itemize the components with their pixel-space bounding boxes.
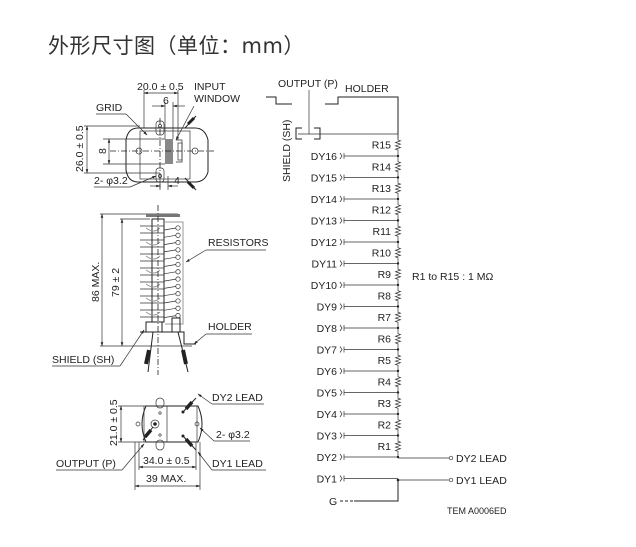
resistor-r11 [394, 220, 402, 242]
page-title: 外形尺寸图（单位：mm） [48, 34, 305, 58]
dynode-label: DY1 [317, 474, 338, 486]
resistor-r9 [394, 263, 402, 285]
resistor-r4 [394, 371, 402, 393]
dynode-label: DY10 [311, 280, 337, 292]
dy2-terminal [448, 455, 454, 461]
resistor-label: R4 [378, 376, 392, 388]
dim-39-max: 39 MAX. [146, 473, 186, 485]
sch-dy2-lead: DY2 LEAD [456, 453, 507, 465]
shield-base [145, 321, 163, 333]
bottom-view-body [141, 405, 203, 443]
resistor-label: R11 [373, 226, 392, 238]
dim-34: 34.0 ± 0.5 [143, 455, 190, 467]
label-holder: HOLDER [208, 321, 252, 333]
resistor-label: R5 [378, 355, 392, 367]
resistor-label: R12 [372, 204, 391, 216]
dim-holes: 2- φ3.2 [94, 175, 128, 187]
dynode-label: DY5 [317, 388, 338, 400]
resistor-r5 [394, 349, 402, 371]
dynode-label: DY7 [317, 345, 338, 357]
resistor-label: R13 [372, 183, 391, 195]
side-view: 86 MAX. 79 ± 2 RESISTORS HOLDER SHIELD (… [52, 205, 269, 375]
label-grid: GRID [96, 102, 123, 114]
dynode-label: DY8 [317, 323, 338, 335]
dynode-label: DY9 [317, 302, 338, 314]
resistor-r15 [394, 134, 402, 156]
schematic: OUTPUT (P) HOLDER SHIELD (SH) R15DY16R14… [266, 78, 507, 516]
dynode-label: DY16 [311, 151, 337, 163]
sch-label-holder: HOLDER [345, 83, 389, 95]
dynode-label: DY4 [317, 409, 338, 421]
resistor-label: R2 [378, 419, 392, 431]
holder-left [266, 96, 292, 105]
label-shield: SHIELD (SH) [52, 354, 114, 366]
sch-dy1-lead: DY1 LEAD [456, 475, 507, 487]
dynode-label: DY13 [311, 216, 337, 228]
dynode-label: DY2 [317, 452, 338, 464]
resistor-r7 [394, 306, 402, 328]
resistor-r14 [394, 156, 402, 178]
resistor-r8 [394, 285, 402, 307]
dim-width: 20.0 ± 0.5 [137, 81, 184, 93]
dy1-terminal [448, 477, 454, 483]
resistor-note: R1 to R15 : 1 MΩ [412, 271, 494, 283]
dim-bottom-holes: 2- φ3.2 [216, 429, 250, 441]
resistor-r1 [394, 435, 402, 457]
dim-79: 79 ± 2 [110, 268, 122, 297]
drawing-code: TEM A0006ED [447, 506, 507, 516]
dynode-label: DY15 [311, 173, 337, 185]
dynode-label: DY3 [317, 431, 338, 443]
label-resistors: RESISTORS [208, 237, 269, 249]
resistor-label: R9 [378, 269, 392, 281]
resistor-label: R15 [372, 140, 391, 152]
label-dy2-lead: DY2 LEAD [212, 392, 263, 404]
resistor-label: R3 [378, 398, 392, 410]
resistor-label: R8 [378, 290, 392, 302]
dim-4: 4 [174, 175, 180, 187]
sch-label-shield: SHIELD (SH) [281, 120, 293, 182]
dim-6: 6 [163, 95, 169, 107]
dim-86-max: 86 MAX. [90, 262, 102, 302]
dim-8: 8 [97, 148, 109, 154]
resistor-label: R6 [378, 333, 392, 345]
resistor-r6 [394, 328, 402, 350]
dim-21: 21.0 ± 0.5 [108, 399, 120, 446]
grid [165, 139, 173, 164]
dynode-label: DY14 [311, 194, 337, 206]
top-view: 20.0 ± 0.5 6 INPUT WINDOW GRID 26.0 ± 0.… [74, 81, 240, 191]
top-view-body [125, 127, 209, 183]
resistor-r3 [394, 392, 402, 414]
resistor-label: R10 [372, 247, 391, 259]
label-output: OUTPUT (P) [56, 458, 116, 470]
resistor-label: R1 [378, 441, 392, 453]
label-input: INPUT [194, 81, 226, 93]
resistor-r13 [394, 177, 402, 199]
sch-label-output: OUTPUT (P) [278, 78, 338, 90]
dynode-label: DY12 [311, 237, 337, 249]
bottom-view: 21.0 ± 0.5 34.0 ± 0.5 39 MAX. DY2 LEAD 2… [56, 392, 266, 490]
resistor-r10 [394, 242, 402, 264]
label-dy1-lead: DY1 LEAD [212, 458, 263, 470]
ground-label: G [329, 496, 337, 508]
resistor-label: R7 [378, 312, 392, 324]
dynode-label: DY11 [312, 259, 338, 271]
dim-height: 26.0 ± 0.5 [74, 125, 86, 172]
resistor-label: R14 [372, 161, 391, 173]
resistor-r2 [394, 414, 402, 436]
resistor-r12 [394, 199, 402, 221]
label-window: WINDOW [194, 93, 240, 105]
dynode-label: DY6 [317, 366, 338, 378]
